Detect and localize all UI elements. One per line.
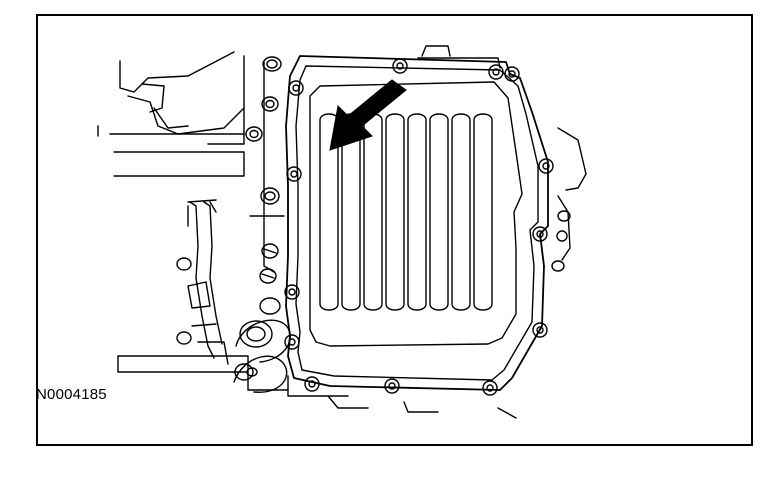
housing-linework (97, 51, 517, 419)
callout-arrow-icon (329, 79, 407, 151)
figure-reference-code: N0004185 (36, 386, 107, 403)
transmission-pan-drawing (97, 45, 587, 419)
oil-pan-flange (285, 55, 549, 391)
oil-pan-flange-inner (295, 65, 539, 381)
oil-pan-pocket (309, 81, 523, 347)
case-bolts (176, 56, 291, 393)
figure-frame (36, 14, 753, 446)
pan-bolts (284, 58, 554, 396)
right-bracket (551, 127, 587, 272)
top-boss (417, 45, 501, 69)
filler-tube (187, 199, 229, 365)
